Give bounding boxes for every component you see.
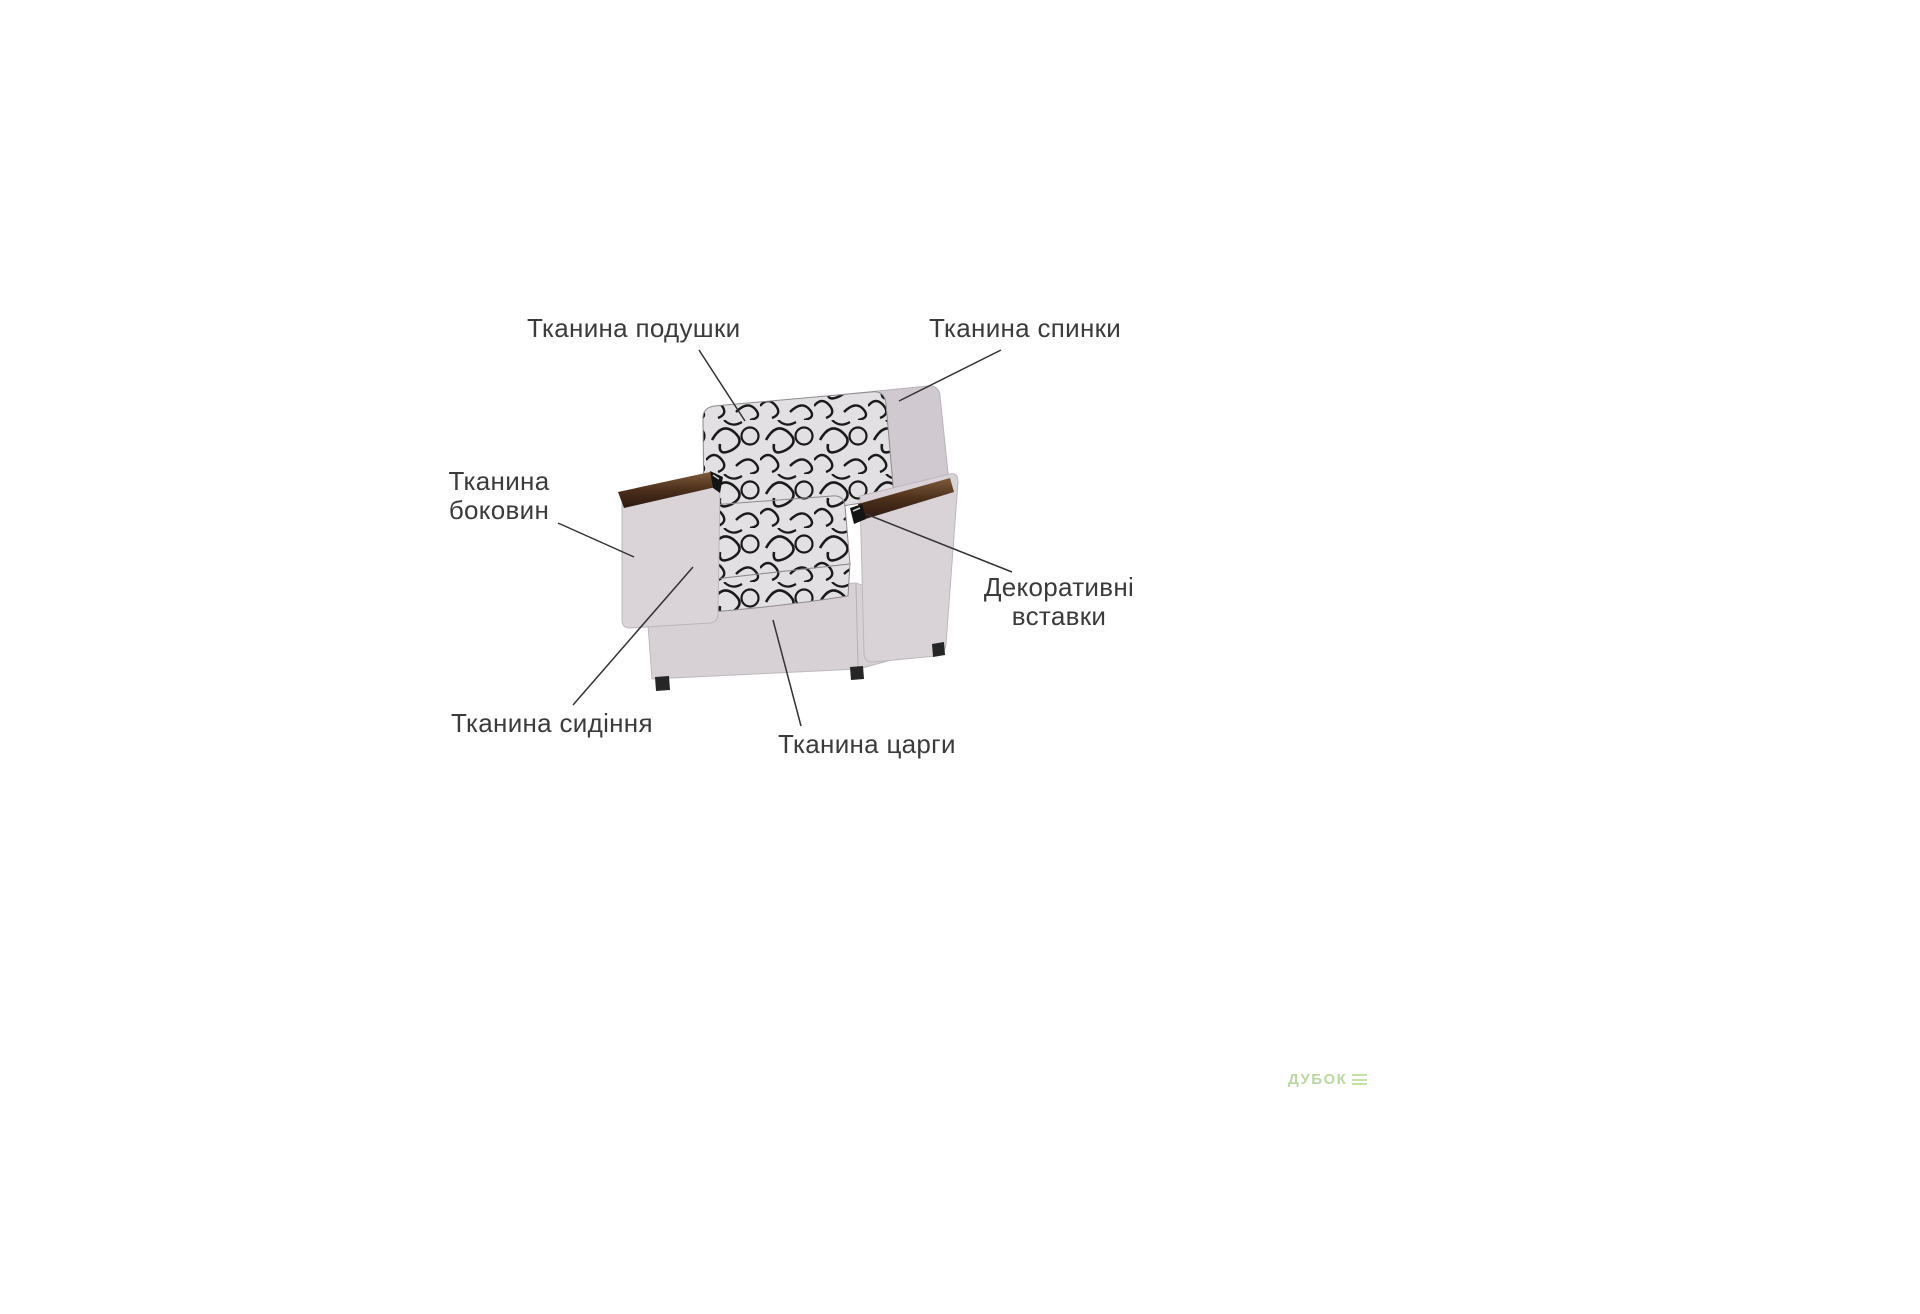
label-decorative-inserts-line1: Декоративні <box>983 572 1135 602</box>
label-side-fabric: Тканина боковин <box>441 466 557 526</box>
armchair-illustration <box>618 385 959 691</box>
left-gloss-highlight <box>712 474 720 480</box>
left-gloss-cap-icon <box>710 471 723 493</box>
label-decorative-inserts: Декоративні вставки <box>975 572 1143 632</box>
right-gloss-cap-icon <box>850 504 866 524</box>
right-wood-insert <box>858 478 954 520</box>
chair-foot-front-right <box>850 666 864 680</box>
watermark-lines-icon <box>1352 1074 1368 1085</box>
watermark-text: ДУБОК <box>1288 1071 1348 1088</box>
label-seat-fabric: Тканина сидіння <box>451 708 653 738</box>
label-cushion-fabric: Тканина подушки <box>527 313 741 343</box>
label-side-fabric-line1: Тканина <box>448 466 550 496</box>
right-gloss-highlight <box>852 507 861 512</box>
label-back-fabric: Тканина спинки <box>929 313 1122 343</box>
label-side-fabric-line2: боковин <box>448 495 550 526</box>
label-tsarga-fabric: Тканина царги <box>778 729 956 759</box>
label-decorative-inserts-line2: вставки <box>1011 601 1107 632</box>
chair-base-seam <box>855 583 859 668</box>
chair-foot-rear-right <box>932 642 945 657</box>
left-wood-insert <box>618 472 716 508</box>
chair-foot-front-left <box>655 676 670 691</box>
watermark-logo: ДУБОК <box>1288 1071 1368 1088</box>
